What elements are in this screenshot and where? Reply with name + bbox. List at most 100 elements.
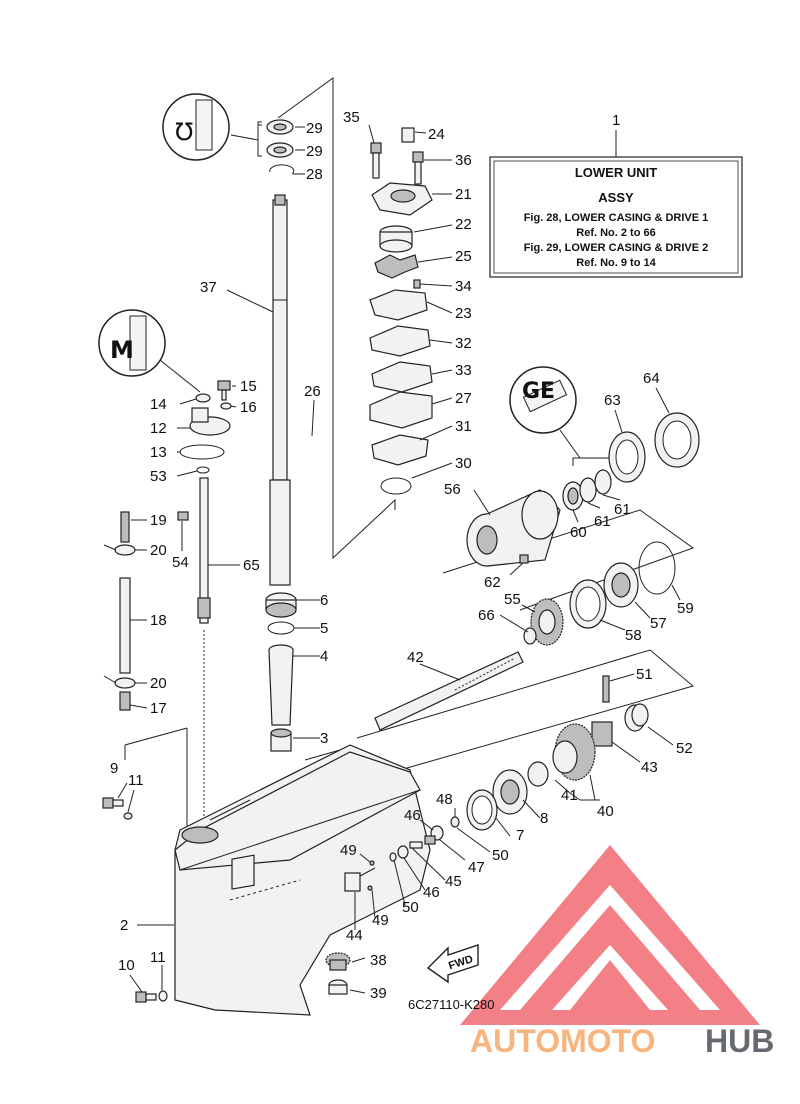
callout-31: 31: [455, 418, 472, 435]
callout-60: 60: [570, 524, 587, 541]
callout-27: 27: [455, 390, 472, 407]
callout-66: 66: [478, 607, 495, 624]
callout-21: 21: [455, 186, 472, 203]
callout-25: 25: [455, 248, 472, 265]
bearing-8: [492, 769, 528, 815]
callout-47: 47: [468, 859, 485, 876]
washer-16: [220, 402, 232, 410]
callouts: 29 29 28 35 24 36 21 22 25 34 23 32 33 2…: [110, 109, 694, 1002]
callout-50a: 50: [492, 847, 509, 864]
grease-icon-top: ℧: [162, 93, 230, 161]
callout-5: 5: [320, 620, 328, 637]
washer-46b: [397, 845, 409, 859]
collar-24: [401, 127, 415, 143]
callout-41: 41: [561, 787, 578, 804]
drive-shaft-37: [269, 194, 291, 586]
ring-nut-64: [654, 412, 700, 468]
callout-45: 45: [445, 873, 462, 890]
callout-43: 43: [641, 759, 658, 776]
callout-36: 36: [455, 152, 472, 169]
o-ring-30: [380, 477, 412, 495]
callout-19: 19: [150, 512, 167, 529]
callout-49b: 49: [372, 912, 389, 929]
gasket-23: [369, 289, 428, 321]
callout-23: 23: [455, 305, 472, 322]
svg-text:℧: ℧: [175, 118, 193, 146]
callout-16: 16: [240, 399, 257, 416]
bearing-housing-56: [466, 489, 561, 567]
callout-8: 8: [540, 810, 548, 827]
callout-46b: 46: [423, 884, 440, 901]
callout-30: 30: [455, 455, 472, 472]
callout-11b: 11: [150, 949, 166, 966]
insert-22: [379, 225, 413, 253]
callout-61b: 61: [614, 501, 631, 518]
callout-2: 2: [120, 917, 128, 934]
callout-12: 12: [150, 420, 167, 437]
callout-62: 62: [484, 574, 501, 591]
washer-11a: [123, 812, 133, 820]
propeller-shaft-42: [374, 651, 524, 731]
callout-29b: 29: [306, 143, 323, 160]
callout-54: 54: [172, 554, 189, 571]
pin-51: [602, 675, 610, 703]
tube-18: [119, 577, 131, 674]
bearing-29b: [266, 142, 294, 158]
gasket-33: [371, 361, 433, 393]
housing-27: [369, 391, 433, 429]
watermark-text-hub: HUB: [705, 1023, 774, 1059]
callout-38: 38: [370, 952, 387, 969]
callout-9: 9: [110, 760, 118, 777]
callout-58: 58: [625, 627, 642, 644]
callout-48: 48: [436, 791, 453, 808]
washer-14: [195, 393, 211, 403]
callout-51: 51: [636, 666, 653, 683]
callout-34: 34: [455, 278, 472, 295]
o-ring-53: [196, 466, 210, 474]
grommet-20a: [103, 544, 136, 556]
bearing-3: [270, 728, 292, 752]
nut-39: [328, 979, 348, 995]
shim-58: [569, 579, 607, 629]
diagram-ref: 6C27110-K280: [408, 997, 495, 1012]
bearing-57: [603, 562, 639, 608]
grommet-20b: [103, 675, 136, 689]
ring-63: [608, 431, 646, 483]
lower-casing-2: [174, 744, 431, 1016]
key-34: [413, 279, 421, 289]
info-line5: Fig. 29, LOWER CASING & DRIVE 2: [524, 242, 709, 254]
grease-icon-right: GE: [509, 366, 614, 466]
bolt-36: [412, 151, 424, 185]
seal-61b: [594, 469, 612, 495]
bearing-41b: [527, 761, 549, 787]
callout-57: 57: [650, 615, 667, 632]
callout-63: 63: [604, 392, 621, 409]
spring-52: [624, 703, 649, 732]
shim-5: [267, 621, 295, 635]
stud-19: [120, 511, 130, 543]
callout-56: 56: [444, 481, 461, 498]
o-ring-13: [179, 444, 225, 460]
fwd-arrow: FWD: [426, 944, 479, 984]
seal-61a: [579, 477, 597, 503]
callout-10: 10: [118, 957, 135, 974]
callout-6: 6: [320, 592, 328, 609]
nipple-17: [119, 691, 131, 711]
callout-3: 3: [320, 730, 328, 747]
callout-17: 17: [150, 700, 167, 717]
plate-32: [369, 325, 431, 357]
bearing-29a: [266, 119, 294, 135]
info-box: 1 LOWER UNIT ASSY Fig. 28, LOWER CASING …: [489, 112, 743, 278]
gear-41: [552, 723, 596, 781]
spring-47: [424, 835, 436, 845]
shim-7: [466, 789, 498, 831]
callout-13: 13: [150, 444, 167, 461]
callout-18: 18: [150, 612, 167, 629]
callout-64: 64: [643, 370, 660, 387]
callout-42: 42: [407, 649, 424, 666]
info-line3: Fig. 28, LOWER CASING & DRIVE 1: [524, 212, 709, 224]
callout-61a: 61: [594, 513, 611, 530]
washer-48: [450, 816, 460, 828]
watermark-text-auto-moto: AUTOMOTO: [470, 1023, 655, 1059]
